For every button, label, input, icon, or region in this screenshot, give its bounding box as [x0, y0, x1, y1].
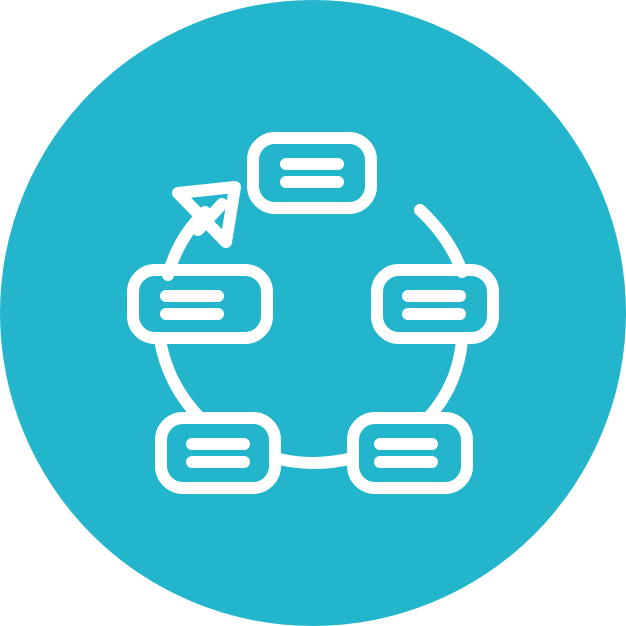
connector-right-lower-arc [422, 334, 468, 424]
connector-bottom-arc [269, 452, 359, 469]
process-node-left [127, 264, 273, 344]
process-node-bottom-left [155, 412, 281, 494]
arrow-shaft [192, 198, 228, 236]
process-node-top [247, 132, 377, 214]
process-node-right [371, 264, 499, 344]
connector-left-lower-arc [154, 334, 206, 424]
process-node-bottom-right [347, 412, 473, 494]
